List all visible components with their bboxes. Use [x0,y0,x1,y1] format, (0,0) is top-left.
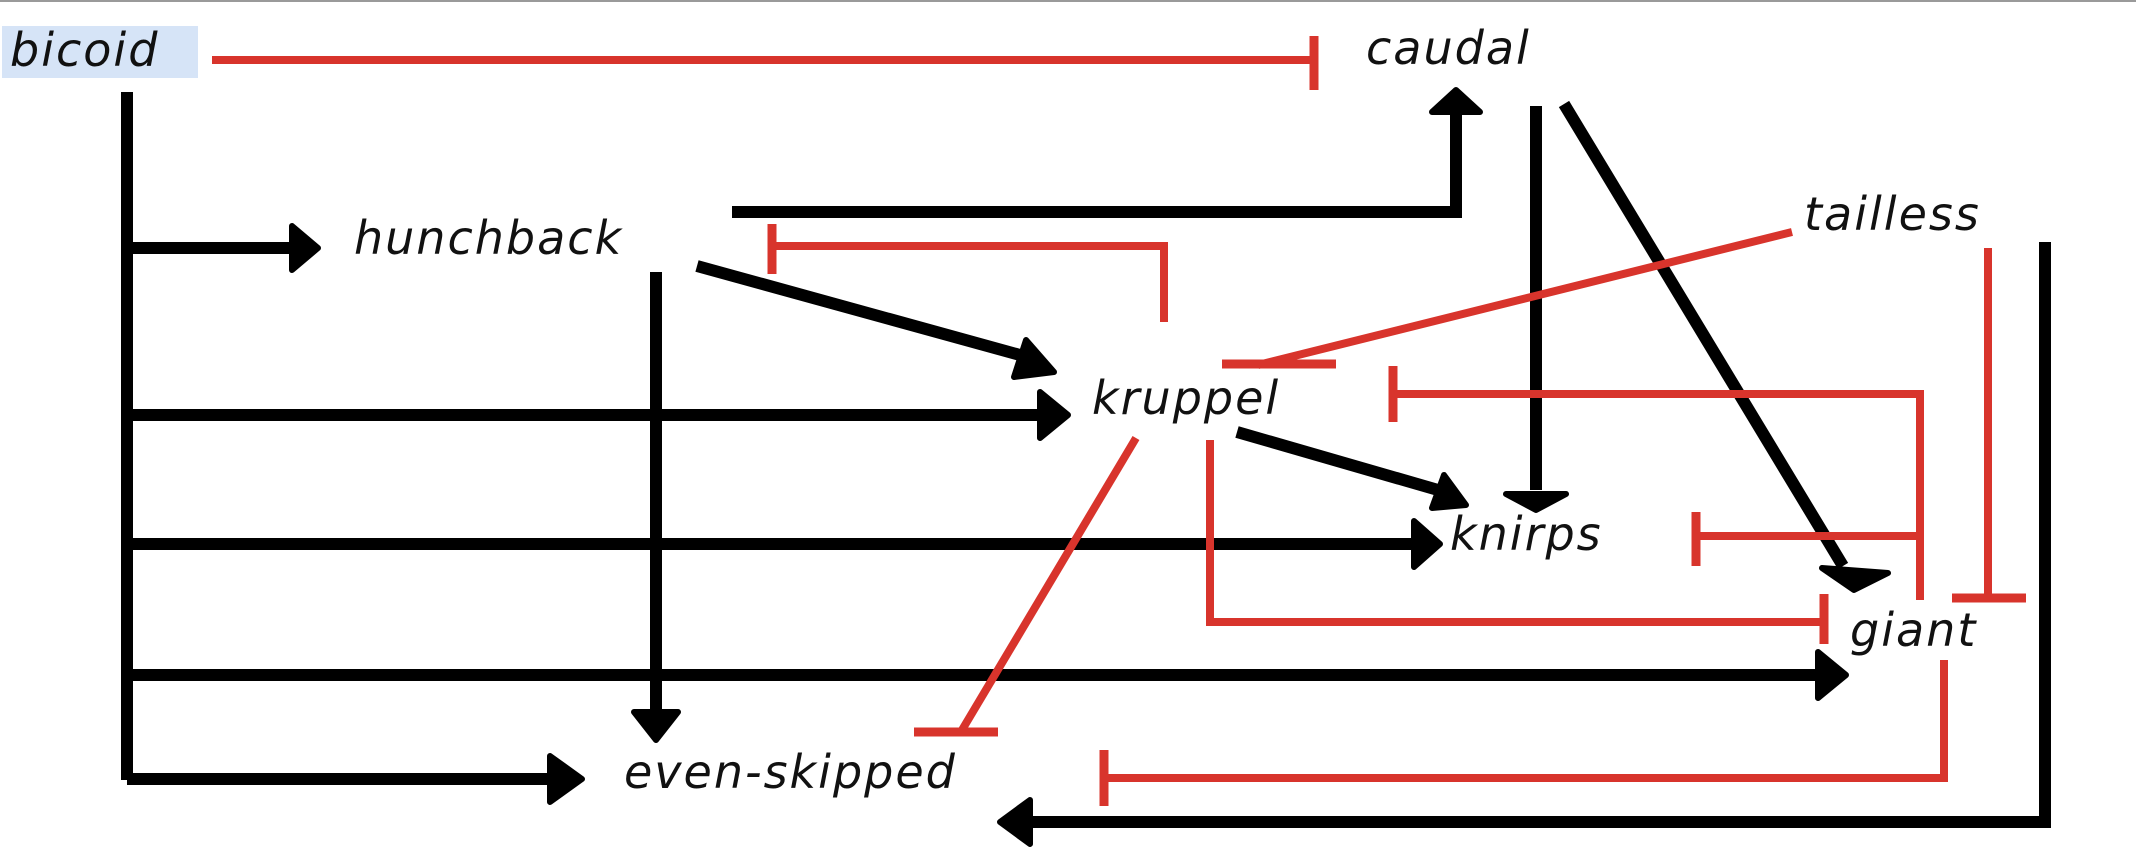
arrowhead-kruppel-from-bicoid [1037,389,1071,441]
arrowhead-even-skipped-from-hunchback [631,709,681,743]
node-tailless: tailless [1804,187,1981,241]
edge-giant-represses-even-skipped [1106,660,1948,782]
arrowhead-knirps-from-bicoid [1411,518,1443,570]
edge-hunchback-to-kruppel [695,260,1022,361]
bicoid-highlight [2,26,198,78]
arrowhead-even-skipped-from-tailless [997,797,1033,847]
edge-kruppel-represses-even-skipped [958,435,1140,733]
edge-kruppel-represses-giant [1206,440,1822,626]
arrowhead-knirps-from-caudal [1503,491,1569,513]
node-bicoid: bicoid [10,23,159,77]
edge-tailless-to-even-skipped [1028,242,2051,828]
arrowhead-giant-from-bicoid [1815,649,1849,701]
edge-tailless-represses-kruppel [1257,228,1793,369]
node-caudal: caudal [1366,21,1531,75]
node-hunchback: hunchback [354,211,624,265]
edge-giant-represses-kruppel [1392,390,1924,600]
edge-kruppel-represses-hunchback [772,242,1168,322]
arrowhead-even-skipped-from-bicoid [547,753,585,805]
node-knirps: knirps [1450,507,1603,561]
edge-caudal-to-giant [1558,100,1849,570]
edge-hunchback-to-caudal [732,112,1462,218]
arrowhead-caudal [1429,87,1483,115]
node-giant: giant [1850,603,1977,657]
arrowhead-knirps-from-kruppel [1429,472,1469,511]
arrowhead-giant-from-caudal [1819,565,1891,593]
node-even-skipped: even-skipped [624,745,957,799]
arrowhead-hunchback [289,223,321,273]
top-border [0,0,2136,2]
node-kruppel: kruppel [1092,371,1280,425]
arrowhead-kruppel-from-hunchback [1011,337,1057,380]
edge-kruppel-to-knirps [1235,426,1440,496]
